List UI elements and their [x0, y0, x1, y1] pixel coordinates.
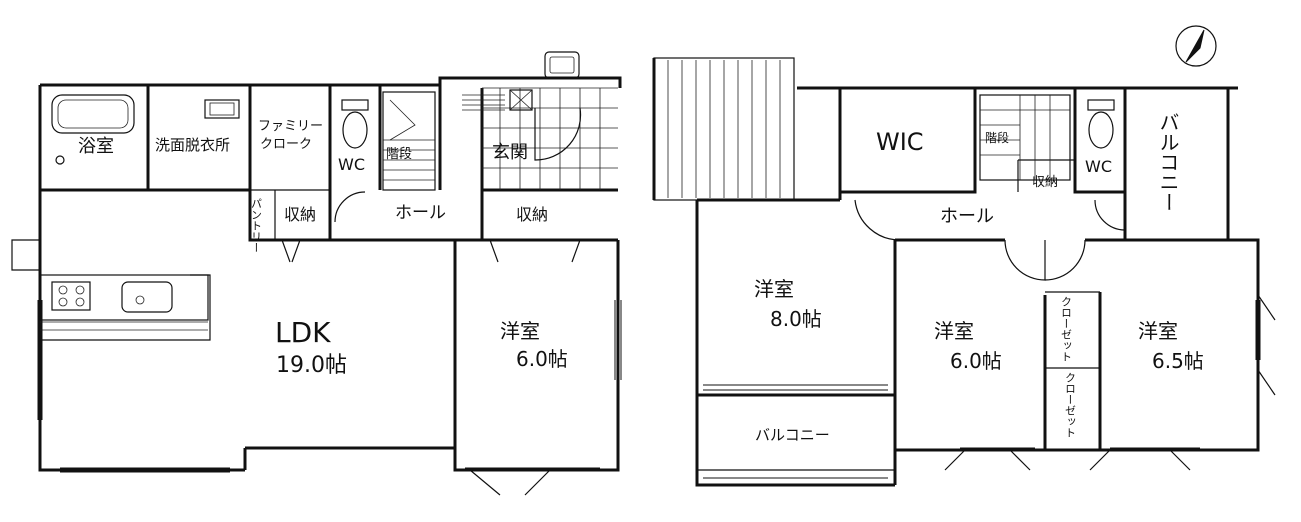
- shoe-cabinet: [509, 89, 533, 111]
- balcony-top-left: [652, 57, 795, 201]
- bathtub: [51, 94, 135, 134]
- washroom-label: 洗面脱衣所: [155, 136, 230, 154]
- entrance-step: [544, 51, 580, 79]
- closet-label-1: クローゼット: [1060, 296, 1073, 362]
- ldk-size-label: 19.0帖: [276, 353, 347, 378]
- wc-label-floor-1: WC: [338, 155, 365, 174]
- family-cloak-label-1: ファミリー: [258, 119, 323, 134]
- step-lines: [462, 94, 505, 111]
- room-c-name: 洋室: [1138, 319, 1178, 343]
- floor-1-outer-walls: [38, 76, 622, 472]
- back-door: [11, 239, 41, 271]
- stairs-floor-2: [979, 94, 1071, 181]
- stairs-floor-1: [382, 91, 436, 191]
- room-b-size: 6.0帖: [950, 349, 1002, 373]
- western-room-size-floor-1: 6.0帖: [516, 347, 568, 371]
- kitchen-sink: [121, 281, 173, 313]
- north-arrow-icon: [1175, 25, 1217, 67]
- bath-label: 浴室: [78, 136, 114, 157]
- floor-1-windows: [37, 300, 622, 473]
- hall-label-floor-2: ホール: [940, 206, 994, 227]
- western-room-name-floor-1: 洋室: [500, 319, 540, 343]
- floor-2-windows: [703, 300, 1261, 479]
- ldk-name-label: LDK: [275, 316, 331, 349]
- stairs-label-floor-1: 階段: [386, 147, 412, 162]
- storage-right-label: 収納: [516, 205, 548, 224]
- room-c-size: 6.5帖: [1152, 349, 1204, 373]
- kitchen-counter: [39, 274, 211, 341]
- wic-label: WIC: [876, 128, 924, 156]
- balcony-right-label: バルコニー: [1156, 112, 1180, 212]
- entrance-label: 玄関: [492, 142, 528, 163]
- entrance-tile-floor: [482, 87, 618, 190]
- room-a-size: 8.0帖: [770, 307, 822, 331]
- family-cloak-label-2: クローク: [260, 137, 312, 152]
- stairs-label-floor-2: 階段: [985, 130, 1009, 145]
- pantry-label: パントリー: [250, 198, 263, 253]
- storage-label-floor-2: 収納: [1032, 175, 1058, 190]
- washbasin: [204, 99, 240, 119]
- toilet-floor-2: [1087, 99, 1115, 149]
- floor-2-plan: [652, 57, 1276, 487]
- toilet-floor-1: [341, 99, 369, 149]
- storage-left-label: 収納: [284, 205, 316, 224]
- stove: [51, 281, 91, 311]
- entrance-door-swing: [534, 107, 582, 161]
- wc-label-floor-2: WC: [1085, 157, 1112, 176]
- balcony-bottom-label: バルコニー: [755, 426, 830, 444]
- closet-label-2: クローゼット: [1064, 372, 1077, 438]
- room-a-name: 洋室: [754, 277, 794, 301]
- floor-2-walls: [695, 86, 1260, 487]
- hall-label-floor-1: ホール: [395, 203, 446, 223]
- floor-1-plan: [11, 51, 622, 496]
- room-b-name: 洋室: [934, 319, 974, 343]
